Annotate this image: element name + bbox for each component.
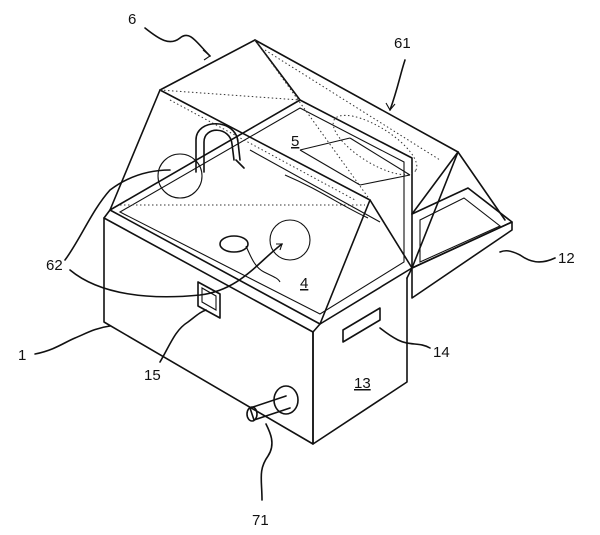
faucet-spout-inner: [203, 129, 235, 173]
side-lid-12: [411, 187, 513, 299]
faucet-tip: [235, 159, 245, 169]
tank-rim-front: [103, 209, 321, 333]
faucet-spout: [195, 122, 241, 173]
leader-6: [144, 27, 211, 57]
leader-1: [34, 325, 111, 355]
tray-line: [349, 137, 411, 176]
inner-tray-5: [249, 137, 411, 223]
label-4: 4: [300, 275, 308, 292]
label-1: 1: [18, 347, 26, 364]
tray-line: [249, 149, 381, 223]
drain-pipe-71: [246, 385, 299, 422]
label-13: 13: [354, 375, 371, 392]
end-window-14: [342, 307, 381, 343]
drain-plug: [219, 219, 311, 283]
hood-back-strut: [411, 151, 459, 269]
tray-line: [299, 137, 351, 151]
label-71: 71: [252, 512, 269, 529]
label-62: 62: [46, 257, 63, 274]
glass-pane-line: [264, 49, 441, 161]
drain-circle-4: [269, 219, 311, 261]
leader-12: [499, 249, 556, 263]
label-12: 12: [558, 250, 575, 267]
arrowhead-4: [276, 243, 283, 251]
pipe-body: [249, 395, 291, 421]
glass-pane-line: [159, 89, 301, 101]
tray-line: [359, 174, 411, 186]
label-61: 61: [394, 35, 411, 52]
label-5: 5: [291, 133, 299, 150]
label-14: 14: [433, 344, 450, 361]
leader-15: [159, 309, 207, 363]
faucet: [157, 122, 245, 199]
leader-14: [379, 327, 431, 349]
arrowhead-6: [202, 49, 211, 61]
hood-6: [109, 39, 506, 325]
plug-chain: [245, 245, 281, 283]
water-surface: [284, 174, 369, 219]
tank-body: [103, 99, 413, 445]
hood-front-strut: [319, 199, 371, 325]
slot: [342, 307, 381, 343]
arrowhead-61: [385, 102, 396, 111]
label-6: 6: [128, 11, 136, 28]
lid-edge: [411, 221, 513, 299]
window-outer: [197, 281, 221, 319]
hood-ridge: [254, 39, 459, 215]
leader-61: [389, 59, 406, 111]
hood-left-frame: [109, 39, 301, 211]
label-15: 15: [144, 367, 161, 384]
leader-lines: [34, 27, 556, 501]
tray-line: [299, 149, 361, 186]
tank-end-face-13: [312, 277, 408, 445]
faucet-circle-62: [157, 153, 203, 199]
reference-labels: 6 61 5 62 4 12 14 13 15 1 71: [18, 11, 575, 529]
leader-71: [260, 423, 273, 501]
tank-inner-rim: [118, 107, 405, 315]
lid-top: [411, 187, 513, 269]
leader-62b: [69, 243, 283, 298]
leader-62: [64, 169, 171, 261]
pipe-end: [246, 406, 258, 422]
glass-pane-line: [254, 39, 371, 201]
glass-highlight-61: [332, 114, 418, 176]
lid-inner: [419, 197, 502, 263]
plug: [219, 235, 249, 253]
glass-pane-line: [169, 99, 356, 201]
hood-right-strut: [457, 151, 506, 221]
